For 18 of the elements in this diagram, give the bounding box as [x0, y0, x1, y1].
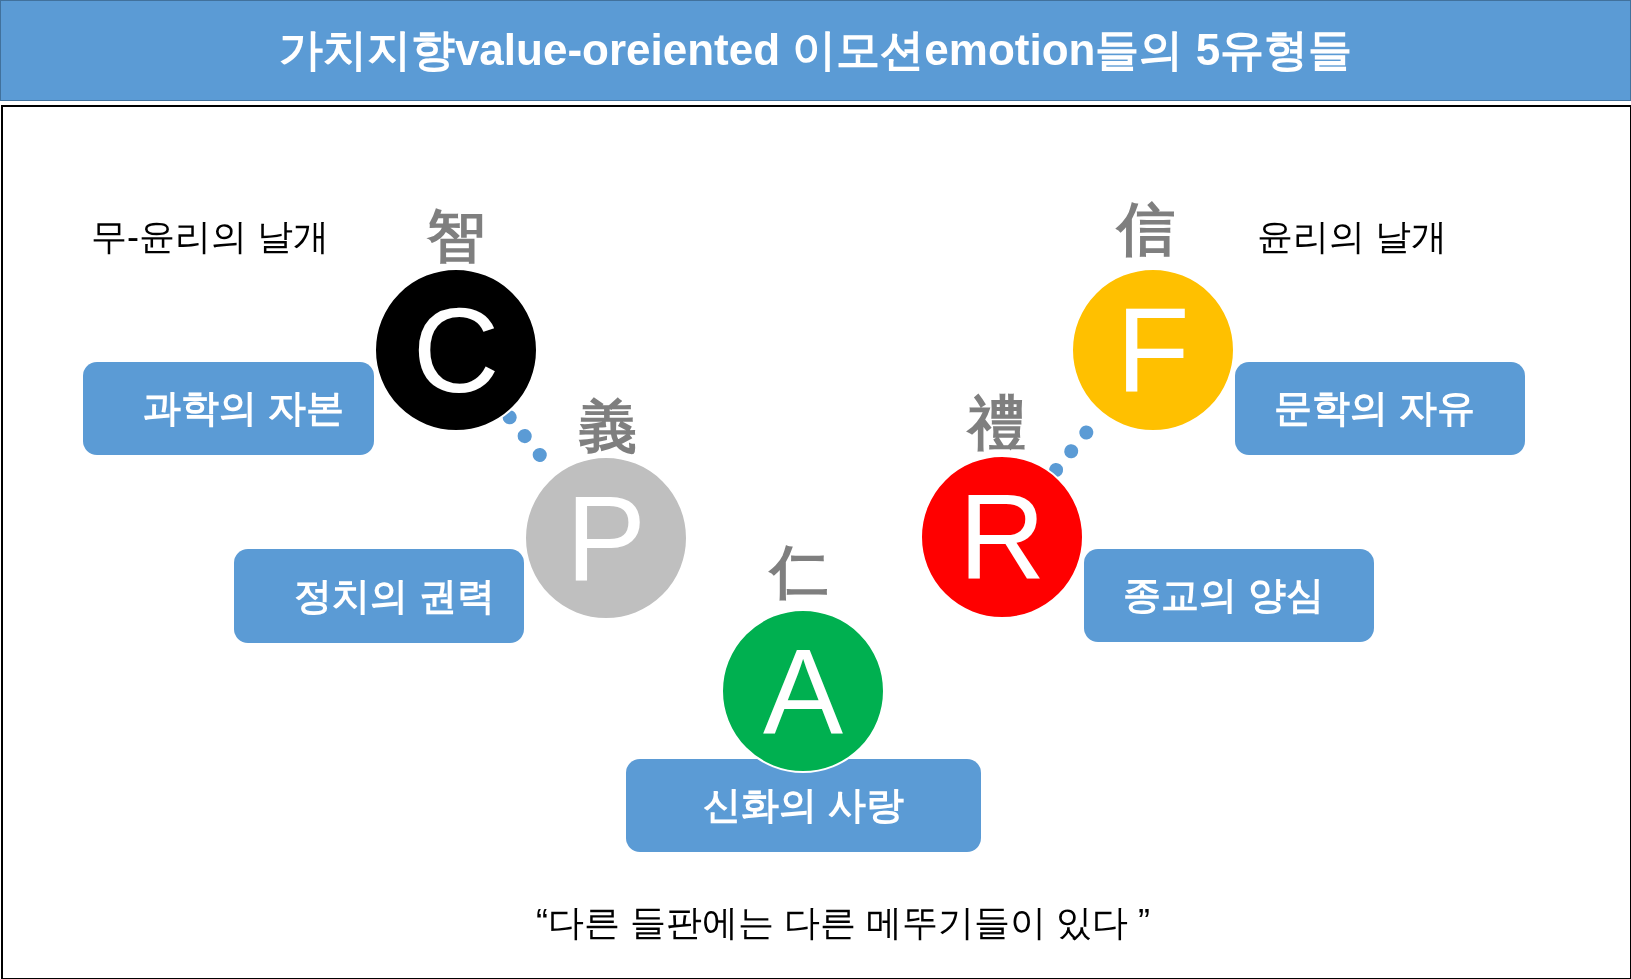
letter-circle: R [920, 455, 1084, 619]
label-box: 정치의 권력 [234, 549, 524, 643]
hanja-character: 禮 [968, 389, 1026, 457]
letter-circle: C [374, 268, 538, 432]
letter-circle: F [1071, 268, 1235, 432]
letter-circle: A [721, 609, 885, 773]
title-bar: 가치지향value-oreiented 이모션emotion들의 5유형들 [0, 0, 1631, 101]
label-box: 신화의 사랑 [626, 759, 981, 852]
label-box: 과학의 자본 [83, 362, 374, 455]
wing-label: 윤리의 날개 [1257, 214, 1447, 259]
quote-text: “다른 들판에는 다른 메뚜기들이 있다 ” [536, 900, 1150, 945]
label-box: 문학의 자유 [1235, 362, 1525, 455]
hanja-character: 仁 [770, 538, 828, 606]
letter-circle: P [524, 456, 688, 620]
label-box: 종교의 양심 [1084, 549, 1374, 642]
wing-label: 무-윤리의 날개 [91, 214, 329, 259]
hanja-character: 智 [427, 202, 485, 270]
hanja-character: 信 [1117, 195, 1175, 263]
